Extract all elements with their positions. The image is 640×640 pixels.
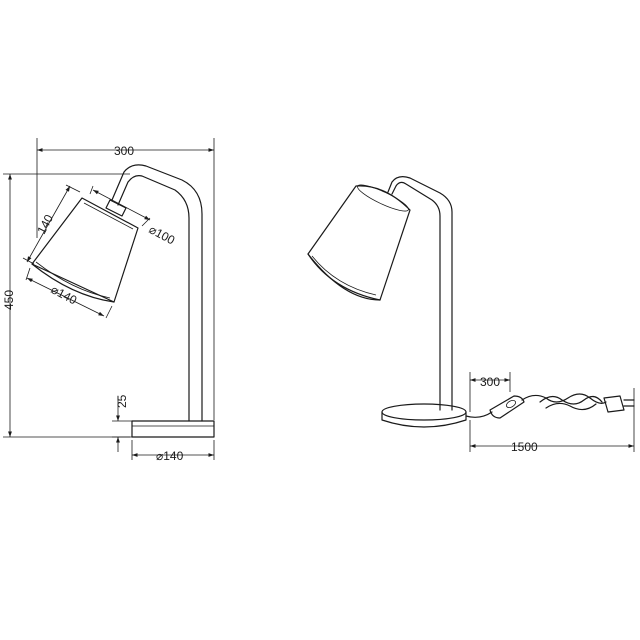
base-height-label: 25 bbox=[115, 394, 129, 408]
switch-distance-label: 300 bbox=[480, 375, 500, 389]
dimension-base-diameter: ⌀140 bbox=[131, 440, 215, 463]
dimension-shade-top: ⌀100 bbox=[89, 185, 178, 248]
perspective-view-drawing bbox=[307, 176, 635, 428]
power-plug bbox=[603, 395, 625, 413]
width-label: 300 bbox=[114, 144, 134, 158]
dimension-shade-length: 140 bbox=[22, 184, 81, 265]
shade-top-diameter-label: ⌀100 bbox=[147, 222, 178, 247]
dimension-switch-distance: 300 bbox=[469, 372, 511, 412]
side-stem bbox=[117, 175, 190, 422]
perspective-cable bbox=[465, 411, 493, 418]
cable-switch bbox=[489, 395, 525, 419]
side-base bbox=[131, 420, 215, 438]
perspective-stem bbox=[391, 181, 441, 411]
base-diameter-label: ⌀140 bbox=[156, 449, 184, 463]
height-label: 450 bbox=[2, 290, 16, 310]
cable-length-label: 1500 bbox=[511, 440, 538, 454]
perspective-shade bbox=[307, 185, 411, 301]
dimension-shade-bottom: ⌀140 bbox=[25, 267, 113, 319]
dimension-base-height: 25 bbox=[112, 394, 132, 452]
dimension-cable-length: 1500 bbox=[469, 388, 635, 454]
perspective-base bbox=[381, 403, 467, 428]
dimension-height: 450 bbox=[2, 173, 130, 438]
side-shade bbox=[31, 197, 139, 303]
cable-coil bbox=[521, 393, 607, 411]
